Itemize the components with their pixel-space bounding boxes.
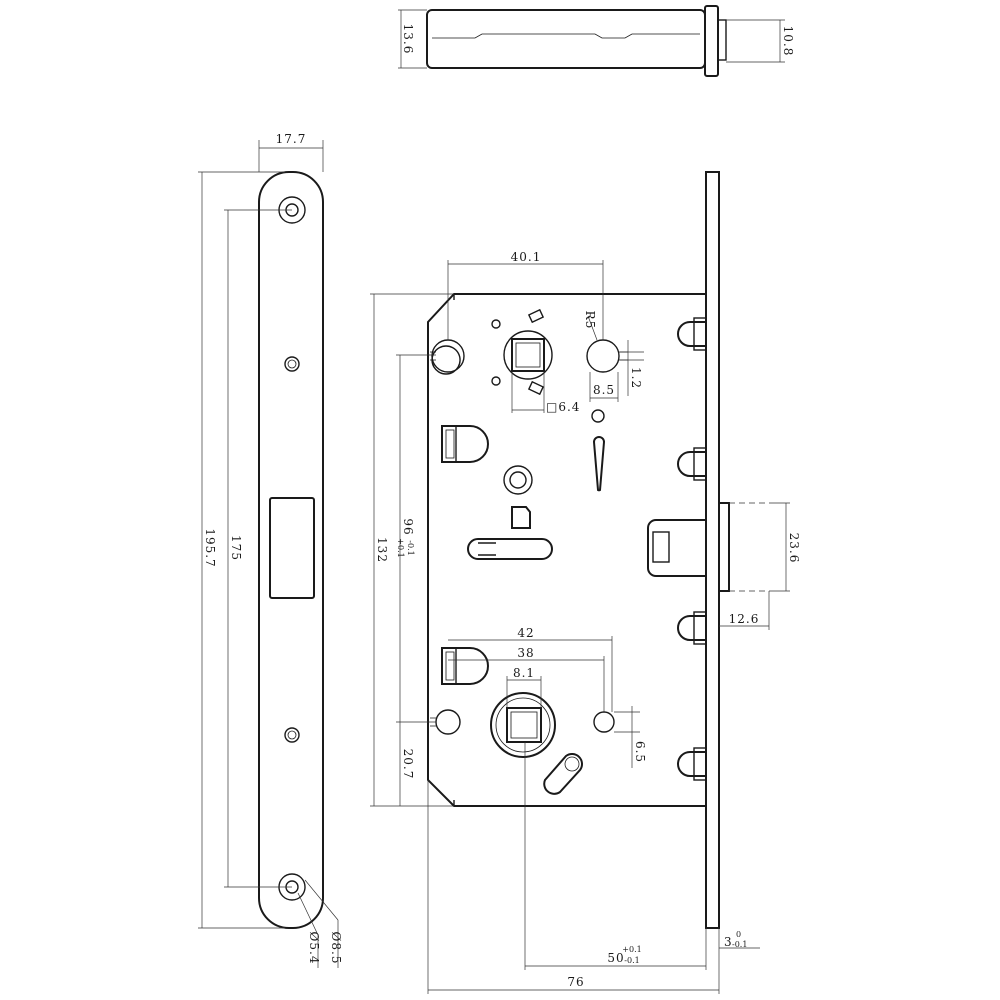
dim-overall-width: 76 <box>567 975 584 989</box>
dim-case-height: 132 <box>375 537 389 563</box>
dim-backset-tol-upper: +0.1 <box>622 945 641 954</box>
dim-strike-length: 195.7 <box>203 528 217 567</box>
dim-faceplate: 3 <box>724 935 733 949</box>
top-view-body <box>426 9 706 69</box>
dim-latch-height: 23.6 <box>787 533 801 564</box>
dim-slot-6: 6.5 <box>633 741 647 763</box>
dim-latch-projection: 12.6 <box>729 612 760 626</box>
lock-dimensions: 40.1 R5 8.5 1.2 □6.4 132 96 +0.1 -0.1 <box>370 250 801 994</box>
dim-screw-pitch: 175 <box>229 535 243 561</box>
follower-square-upper <box>511 338 545 372</box>
thumb-turn-slot <box>543 753 583 795</box>
dim-bottom-offset: 20.7 <box>401 749 415 780</box>
dim-top-tail: 10.8 <box>781 26 795 57</box>
strike-plate-outline <box>258 171 324 929</box>
strike-hole-low-inner <box>287 730 297 740</box>
top-view-tail <box>717 19 727 61</box>
follower-hub-lower <box>490 692 556 758</box>
top-view: 13.6 10.8 <box>398 5 795 77</box>
dim-backset: 50 <box>607 951 624 965</box>
strike-latch-opening <box>269 497 315 599</box>
cam-hole-outer <box>503 465 533 495</box>
follower-hub-upper <box>503 330 553 380</box>
lock-body <box>427 171 730 929</box>
mount-hole-lower-left <box>435 709 461 735</box>
dim-square-8: 8.1 <box>513 666 535 680</box>
lower-follower <box>430 692 615 795</box>
dim-square: □6.4 <box>546 400 580 414</box>
cam-hole-inner <box>509 471 527 489</box>
mount-hole-lower-right <box>593 711 615 733</box>
strike-plate: 17.7 195.7 175 Ø5.4 Ø8.5 <box>198 132 343 968</box>
dim-hole-inner: Ø5.4 <box>307 932 321 965</box>
dim-radius: R5 <box>583 311 597 330</box>
hook-upper <box>441 425 489 463</box>
upper-follower <box>430 308 628 492</box>
dim-spacing-tol-lower: -0.1 <box>406 540 415 555</box>
follower-square-lower <box>506 707 542 743</box>
dim-slot-offset: 1.2 <box>629 367 643 389</box>
lock-faceplate <box>705 171 720 929</box>
faceplate-screws <box>677 317 707 781</box>
top-view-faceplate <box>704 5 719 77</box>
strike-hole-mid-outer <box>284 356 300 372</box>
dim-spacing-main: 96 <box>401 518 415 535</box>
dim-top-spacing: 40.1 <box>511 250 542 264</box>
small-hole <box>591 409 605 423</box>
latch-head <box>718 502 730 592</box>
dim-strike-width: 17.7 <box>276 132 307 146</box>
top-view-groove <box>432 33 700 39</box>
catch-block <box>511 506 531 529</box>
dim-spacing-42: 42 <box>517 626 534 640</box>
strike-hole-mid-inner <box>287 359 297 369</box>
dim-spacing-38: 38 <box>517 646 534 660</box>
dim-faceplate-tol-lower: -0.1 <box>732 940 747 949</box>
dim-hole-outer: Ø8.5 <box>329 932 343 965</box>
spring-tab-lower <box>527 380 545 396</box>
strike-hole-low-outer <box>284 727 300 743</box>
keyhole-slot <box>592 436 606 492</box>
hook-lower <box>441 647 489 685</box>
dim-top-height: 13.6 <box>401 24 415 55</box>
dim-faceplate-tol-upper: 0 <box>736 930 741 939</box>
spring-tab-upper <box>527 308 545 324</box>
slot-horizontal <box>467 538 553 560</box>
dim-slot-width: 8.5 <box>593 383 615 397</box>
dim-backset-tol-lower: -0.1 <box>624 956 639 965</box>
mount-hole-upper-right <box>586 339 620 373</box>
dim-spacing-tol-upper: +0.1 <box>396 538 405 557</box>
lock-case-outline <box>427 293 707 807</box>
latch-bolt <box>647 502 730 592</box>
